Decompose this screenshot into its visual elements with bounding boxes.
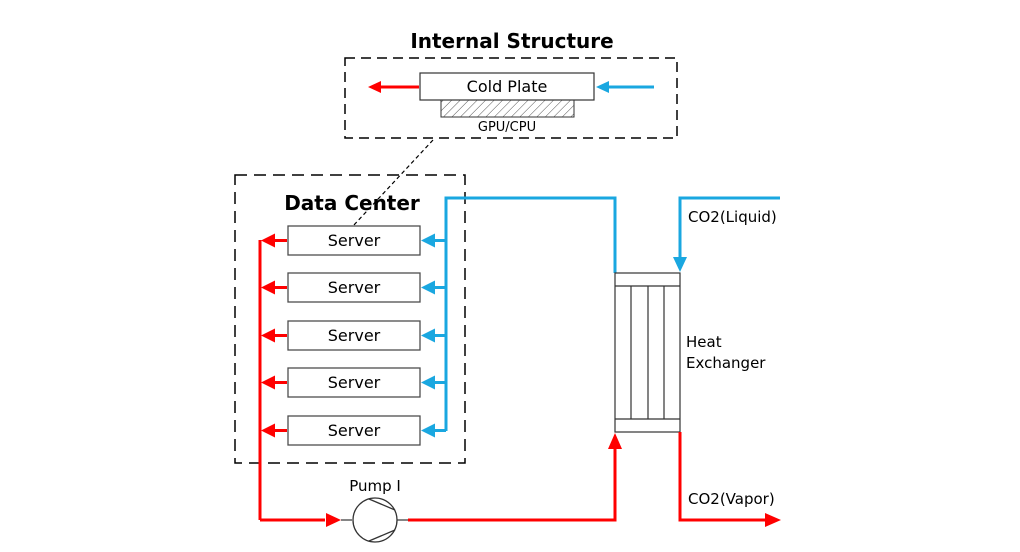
pump-outlet-pipe	[408, 447, 617, 522]
server-box	[287, 415, 421, 446]
server-row: Server	[261, 415, 446, 446]
gpu-cpu-chip	[440, 99, 575, 118]
server-row: Server	[261, 272, 446, 303]
pump-inlet-arrowhead	[326, 513, 341, 527]
pump-icon-vane-top	[368, 498, 396, 511]
hx-hot-inlet-arrowhead	[608, 433, 622, 449]
co2-vapor-label: CO2(Vapor)	[688, 490, 775, 508]
data-center-title: Data Center	[284, 191, 420, 215]
co2-liquid-pipe	[678, 196, 780, 258]
co2-liquid-inlet: CO2(Liquid)	[673, 196, 780, 272]
hot-outlet-arrowhead	[368, 81, 381, 93]
pump-icon-vane-bottom	[368, 529, 396, 542]
server-hot-outlet-arrowhead	[261, 280, 275, 295]
server-row: Server	[261, 320, 446, 351]
server-box	[287, 272, 421, 303]
server-cold-inlet-arrowhead	[421, 280, 435, 295]
heat-exchanger: Heat Exchanger	[614, 272, 766, 433]
pump-group: Pump I	[260, 433, 622, 543]
co2-vapor-pipe	[678, 432, 765, 522]
co2-liquid-label: CO2(Liquid)	[688, 208, 777, 226]
pump-icon	[352, 497, 398, 543]
server-row: Server	[261, 367, 446, 398]
data-center-group: Data Center ServerServerServerServerServ…	[234, 174, 617, 520]
server-hot-outlet-arrowhead	[261, 328, 275, 343]
co2-liquid-arrowhead	[673, 257, 687, 272]
co2-vapor-outlet: CO2(Vapor)	[678, 432, 781, 527]
server-label: Server	[328, 421, 381, 440]
internal-structure-group: Internal Structure Cold Plate GPU/CPU	[344, 29, 678, 139]
server-row: Server	[261, 225, 446, 256]
server-box	[287, 367, 421, 398]
server-label: Server	[328, 231, 381, 250]
server-hot-outlet-arrowhead	[261, 423, 275, 438]
data-center-boundary	[234, 174, 466, 464]
server-label: Server	[328, 326, 381, 345]
server-label: Server	[328, 373, 381, 392]
server-box	[287, 320, 421, 351]
server-box	[287, 225, 421, 256]
server-hot-outlet-arrowhead	[261, 233, 275, 248]
internal-structure-title: Internal Structure	[410, 29, 613, 53]
server-cold-inlet-arrowhead	[421, 423, 435, 438]
gpu-cpu-label: GPU/CPU	[478, 120, 536, 135]
detail-connector-line	[352, 139, 434, 227]
server-label: Server	[328, 278, 381, 297]
server-cold-inlet-arrowhead	[421, 375, 435, 390]
server-hot-outlet-arrowhead	[261, 375, 275, 390]
heat-exchanger-label-line2: Exchanger	[686, 354, 766, 372]
pump-label: Pump I	[349, 477, 401, 495]
heat-exchanger-label-line1: Heat	[686, 333, 722, 351]
internal-structure-boundary	[344, 57, 678, 139]
server-cold-inlet-arrowhead	[421, 233, 435, 248]
server-cold-inlet-arrowhead	[421, 328, 435, 343]
cold-supply-manifold	[444, 196, 617, 431]
cold-inlet-arrowhead	[596, 81, 609, 93]
co2-vapor-arrowhead	[765, 513, 781, 527]
cold-plate-label: Cold Plate	[467, 77, 548, 96]
